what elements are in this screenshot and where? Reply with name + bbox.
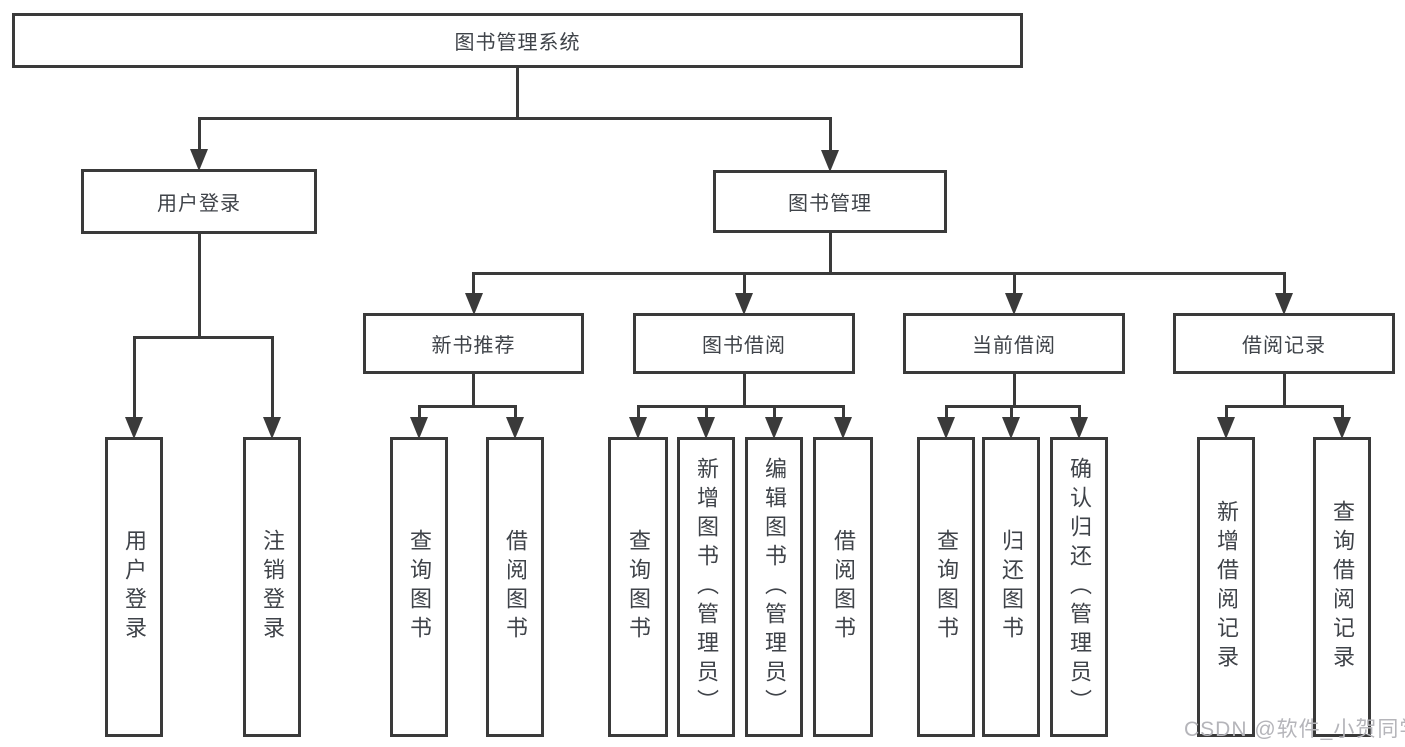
node-leaf-query-books-2: 查询图书: [608, 437, 668, 737]
connector-line: [472, 272, 1286, 275]
arrowhead-down-icon: [410, 417, 428, 439]
connector-line: [1224, 405, 1228, 417]
connector-line: [197, 117, 201, 149]
connector-line: [270, 336, 274, 417]
node-leaf-query-borrow-record: 查询借阅记录: [1313, 437, 1371, 737]
node-library-system: 图书管理系统: [12, 13, 1023, 68]
connector-line: [1009, 405, 1013, 417]
node-leaf-logout: 注销登录: [243, 437, 301, 737]
connector-line: [132, 336, 136, 417]
arrowhead-down-icon: [506, 417, 524, 439]
connector-line: [1282, 374, 1286, 408]
connector-line: [417, 405, 517, 408]
arrowhead-down-icon: [1005, 293, 1023, 315]
connector-line: [472, 272, 475, 293]
connector-line: [828, 233, 832, 275]
arrowhead-down-icon: [1217, 417, 1235, 439]
arrowhead-down-icon: [937, 417, 955, 439]
connector-line: [513, 405, 517, 417]
connector-line: [1077, 405, 1081, 417]
arrowhead-down-icon: [1333, 417, 1351, 439]
arrowhead-down-icon: [765, 417, 783, 439]
connector-line: [636, 405, 640, 417]
node-book-borrowing: 图书借阅: [633, 313, 855, 374]
arrowhead-down-icon: [697, 417, 715, 439]
node-leaf-add-borrow-record: 新增借阅记录: [1197, 437, 1255, 737]
node-leaf-edit-books-admin: 编辑图书（管理员）: [745, 437, 803, 737]
node-leaf-user-login: 用户登录: [105, 437, 163, 737]
csdn-watermark: CSDN @软件_小贺同学: [1184, 718, 1405, 741]
node-leaf-confirm-return-admin: 确认归还（管理员）: [1050, 437, 1108, 737]
connector-line: [472, 374, 475, 408]
connector-line: [944, 405, 1081, 408]
arrowhead-down-icon: [821, 150, 839, 172]
connector-line: [132, 336, 274, 339]
connector-line: [944, 405, 948, 417]
node-leaf-query-books-1: 查询图书: [390, 437, 448, 737]
connector-line: [197, 117, 832, 120]
connector-line: [841, 405, 845, 417]
arrowhead-down-icon: [190, 149, 208, 171]
node-leaf-query-books-3: 查询图书: [917, 437, 975, 737]
node-borrowing-records: 借阅记录: [1173, 313, 1395, 374]
connector-line: [1282, 272, 1286, 293]
node-user-login: 用户登录: [81, 169, 317, 234]
connector-line: [1340, 405, 1344, 417]
connector-line: [1012, 272, 1016, 293]
connector-line: [1224, 405, 1344, 408]
node-leaf-add-books-admin: 新增图书（管理员）: [677, 437, 735, 737]
node-leaf-return-books: 归还图书: [982, 437, 1040, 737]
connector-line: [742, 374, 746, 408]
connector-line: [197, 234, 201, 339]
connector-line: [742, 272, 746, 293]
node-new-book-recommend: 新书推荐: [363, 313, 584, 374]
connector-line: [1012, 374, 1016, 408]
arrowhead-down-icon: [1002, 417, 1020, 439]
connector-line: [636, 405, 845, 408]
node-book-management: 图书管理: [713, 170, 947, 233]
connector-line: [772, 405, 776, 417]
arrowhead-down-icon: [735, 293, 753, 315]
arrowhead-down-icon: [834, 417, 852, 439]
connector-line: [516, 68, 519, 120]
connector-line: [417, 405, 421, 417]
arrowhead-down-icon: [125, 417, 143, 439]
arrowhead-down-icon: [263, 417, 281, 439]
arrowhead-down-icon: [629, 417, 647, 439]
node-leaf-borrow-books-1: 借阅图书: [486, 437, 544, 737]
arrowhead-down-icon: [464, 293, 483, 315]
node-leaf-borrow-books-2: 借阅图书: [813, 437, 873, 737]
arrowhead-down-icon: [1275, 293, 1293, 315]
node-current-borrowing: 当前借阅: [903, 313, 1125, 374]
arrowhead-down-icon: [1070, 417, 1088, 439]
connector-line: [828, 117, 832, 150]
connector-line: [704, 405, 708, 417]
